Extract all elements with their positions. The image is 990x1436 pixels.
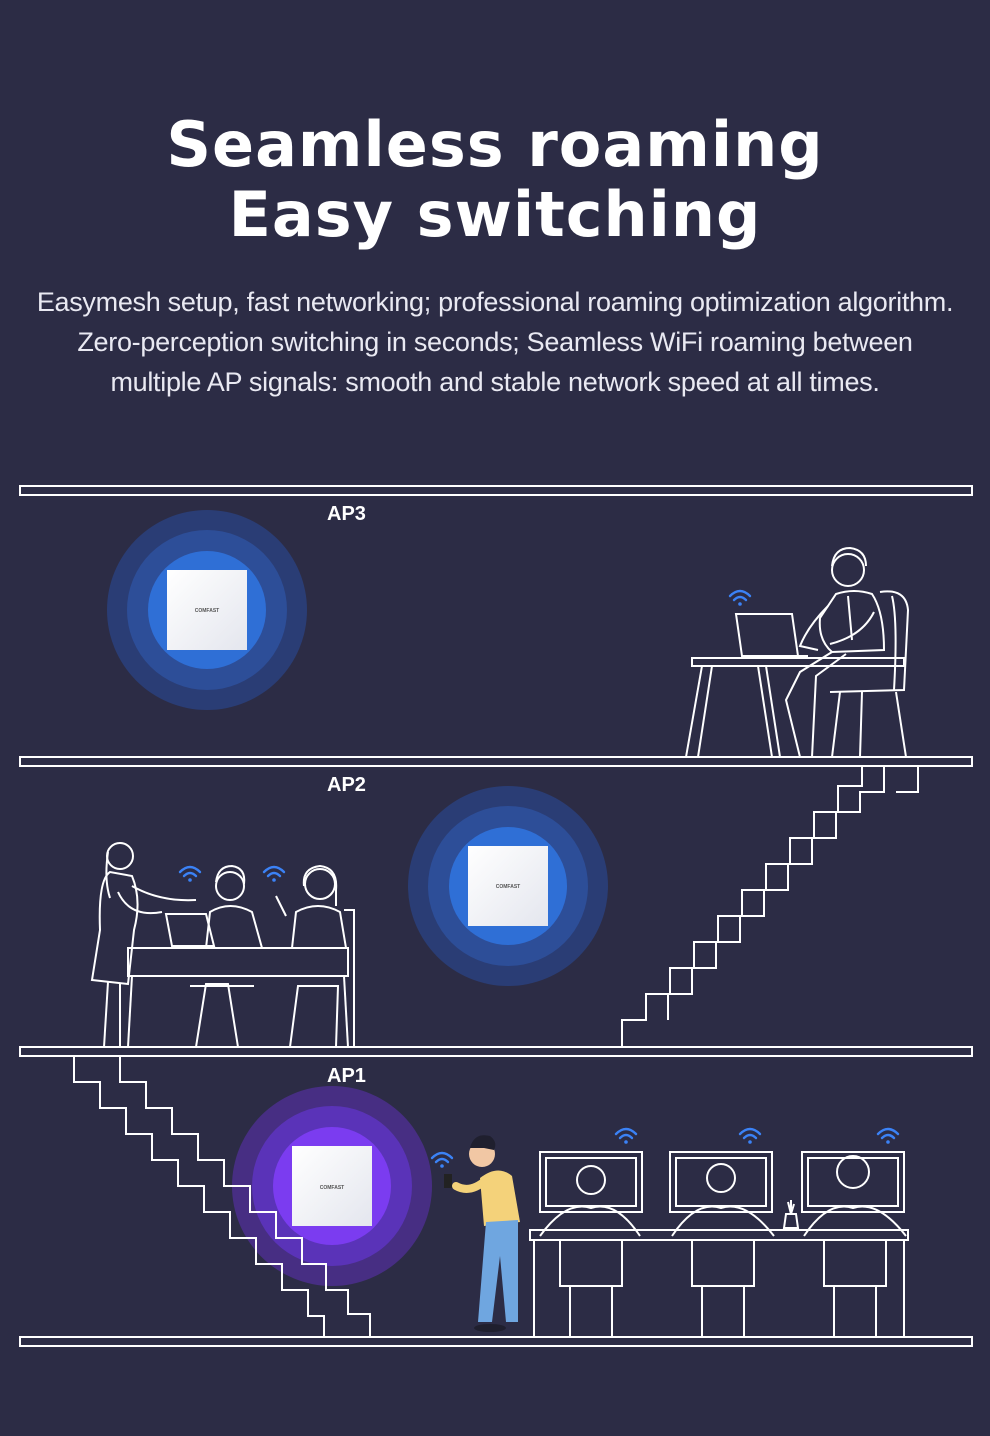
office-worker-desk <box>685 546 910 758</box>
wifi-icon-workstation-1 <box>614 1127 638 1144</box>
ap3-label: AP3 <box>327 503 366 525</box>
ap2-device <box>468 846 548 926</box>
ap2-brand: COMFAST <box>496 884 520 890</box>
wifi-icon-workstation-3 <box>876 1127 900 1144</box>
meeting-group <box>90 842 355 1048</box>
ap2-device-group: COMFAST <box>408 786 608 986</box>
ap1-device-group: COMFAST <box>232 1086 432 1286</box>
floor-slab-1 <box>19 1336 973 1347</box>
ap1-device <box>292 1146 372 1226</box>
page-title: Seamless roaming Easy switching <box>0 110 990 250</box>
wifi-icon-meeting-1 <box>178 865 202 882</box>
floor-slab-3 <box>19 756 973 767</box>
ap3-device-group: COMFAST <box>107 510 307 710</box>
description-line-1: Easymesh setup, fast networking; profess… <box>36 287 954 317</box>
title-line-1: Seamless roaming <box>166 108 824 181</box>
ap2-label: AP2 <box>327 774 366 796</box>
title-line-2: Easy switching <box>228 178 762 251</box>
wifi-icon-meeting-2 <box>262 865 286 882</box>
person-with-phone <box>444 1135 520 1332</box>
ap3-device <box>167 570 247 650</box>
description-line-2: Zero-perception switching in seconds; Se… <box>77 327 913 357</box>
floor-slab-top <box>19 485 973 496</box>
ap3-brand: COMFAST <box>195 608 219 614</box>
ap1-label: AP1 <box>327 1065 366 1087</box>
wifi-icon-workstation-2 <box>738 1127 762 1144</box>
workstations <box>529 1151 909 1337</box>
floor-slab-2 <box>19 1046 973 1057</box>
wifi-icon-laptop <box>728 589 752 606</box>
staircase-upper <box>621 765 919 1047</box>
staircase-lower <box>73 1056 371 1337</box>
description: Easymesh setup, fast networking; profess… <box>0 282 990 402</box>
wifi-icon-phone <box>430 1151 454 1168</box>
ap1-brand: COMFAST <box>320 1185 344 1191</box>
description-line-3: multiple AP signals: smooth and stable n… <box>110 367 880 397</box>
